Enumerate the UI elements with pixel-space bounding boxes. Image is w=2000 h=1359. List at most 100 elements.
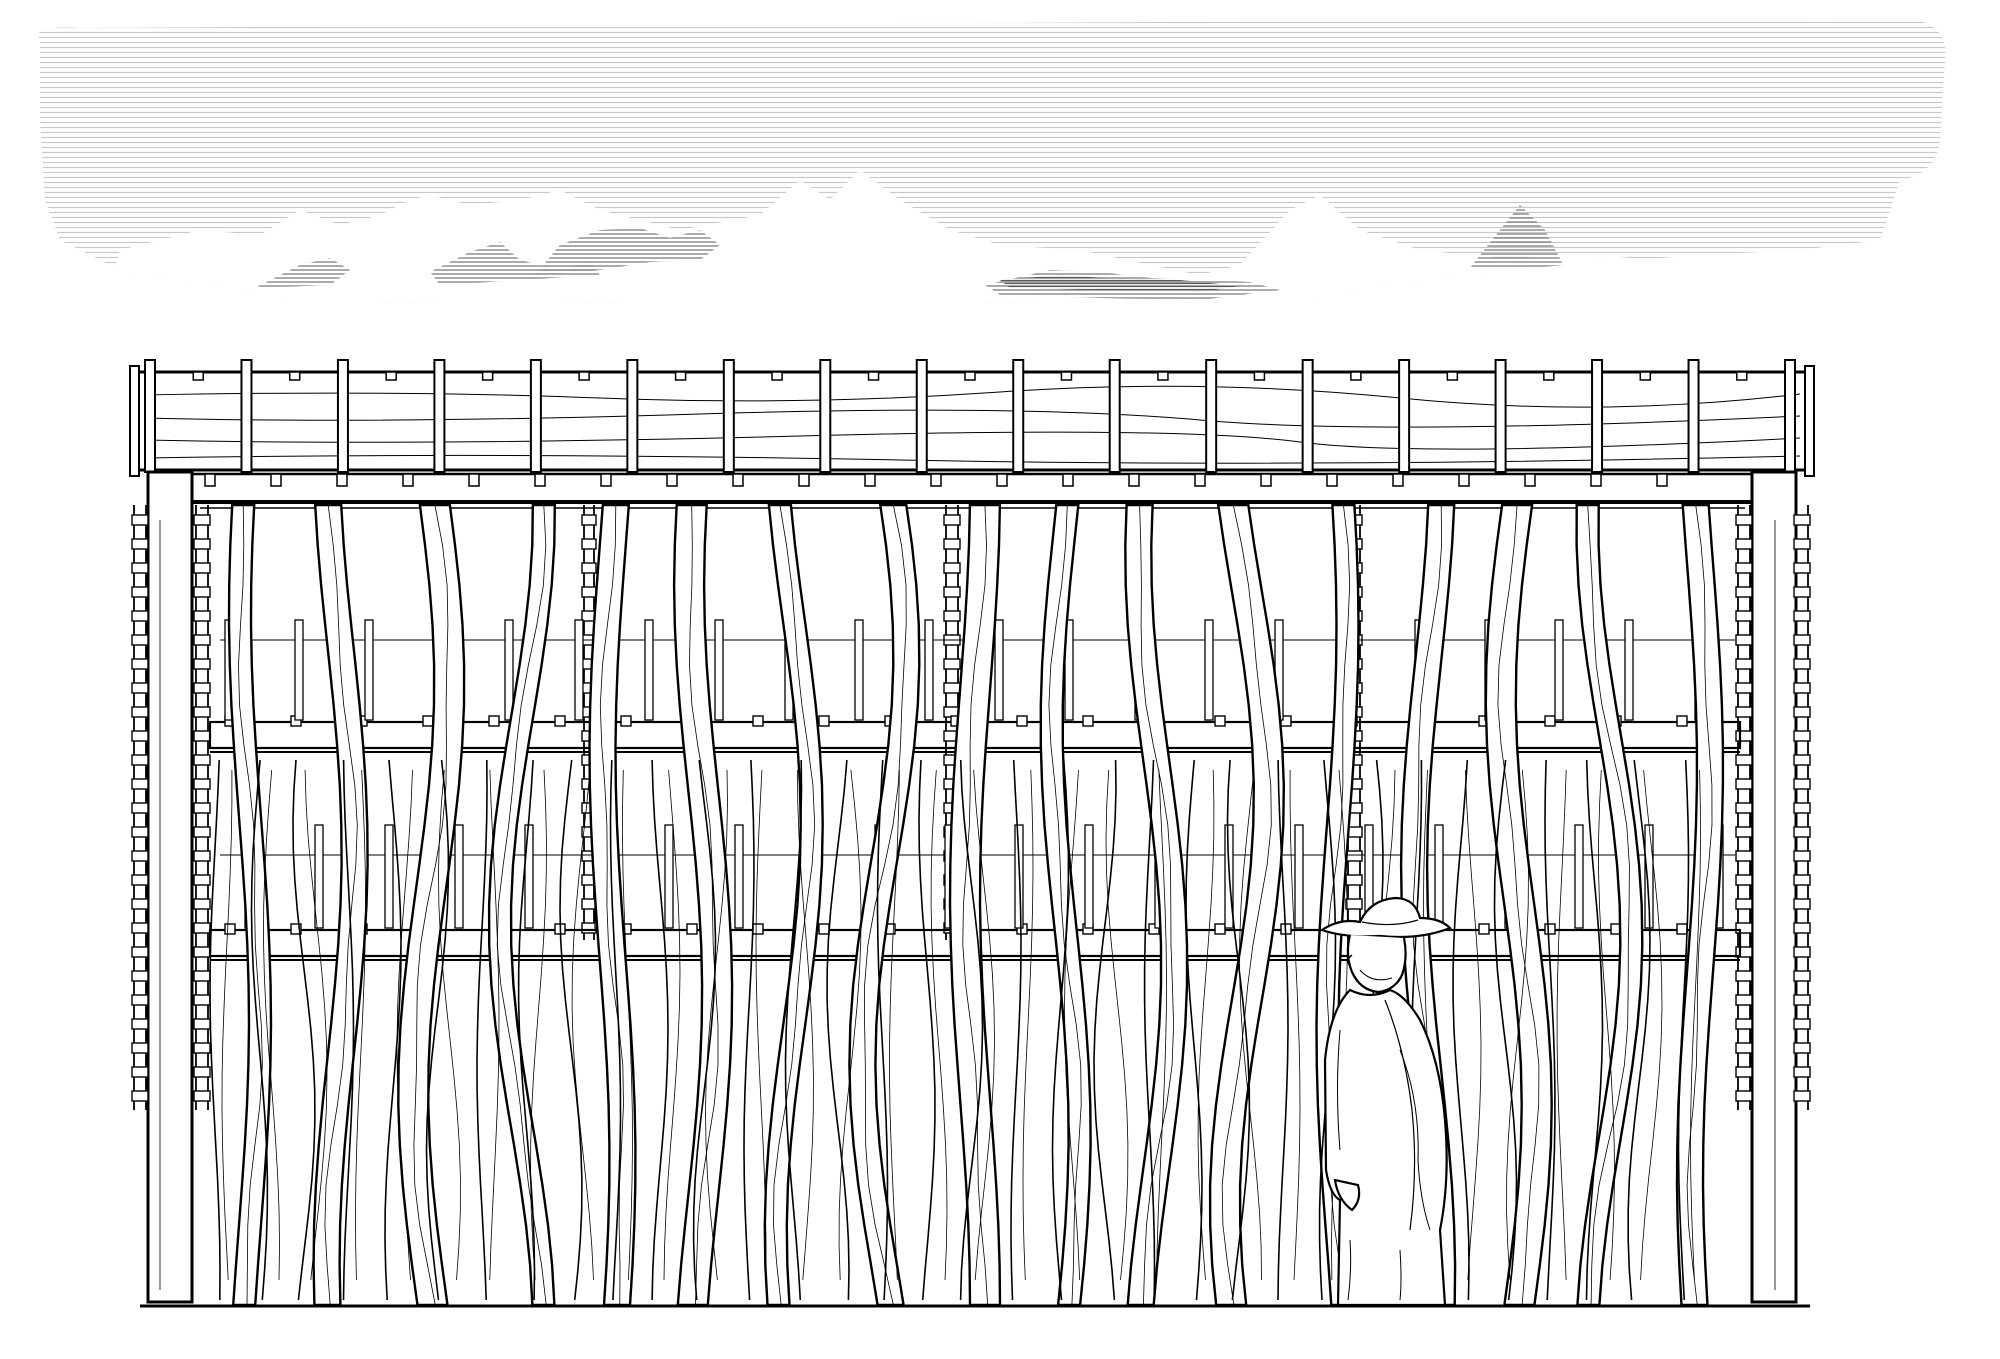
vertical-poles — [227, 503, 1725, 1307]
ladder-rung — [193, 634, 211, 646]
lower-strand-texture — [438, 769, 461, 1281]
top-post — [1012, 359, 1025, 473]
ladder-rung — [193, 514, 211, 526]
ladder-rung — [1735, 586, 1753, 598]
beam-peg — [1736, 371, 1748, 381]
lower-strand — [876, 759, 889, 1301]
mid-peg — [1478, 923, 1490, 935]
lower-strand — [559, 759, 583, 1301]
lower-strand — [517, 759, 536, 1301]
lower-strand-texture — [930, 769, 948, 1281]
lower-strand-texture — [1465, 769, 1482, 1281]
lower-strand — [1493, 759, 1518, 1301]
ladder-rung — [131, 514, 149, 526]
lower-strand-texture — [1239, 769, 1262, 1281]
ladder-rung — [1735, 874, 1753, 886]
ladder-rung — [131, 754, 149, 766]
ladder-rung — [581, 514, 597, 526]
ladder-rung — [1735, 634, 1753, 646]
mid-peg — [224, 923, 236, 935]
mid-peg — [620, 715, 632, 727]
ladder-rung — [1793, 658, 1811, 670]
ladder-rung — [193, 1090, 211, 1102]
ladder-rung — [943, 610, 961, 622]
ladder-rung — [1793, 682, 1811, 694]
ladder-rung — [193, 1042, 211, 1054]
mid-peg — [818, 715, 830, 727]
ladder-rung — [1735, 754, 1753, 766]
ladder-rung — [131, 994, 149, 1006]
rail-peg — [798, 473, 810, 487]
lower-strand — [342, 759, 355, 1301]
ladder-rung — [1793, 1042, 1811, 1054]
mid-peg — [818, 923, 830, 935]
mid-peg — [752, 923, 764, 935]
ladder-rung — [1793, 946, 1811, 958]
mid-peg — [1148, 923, 1160, 935]
ladder-rung — [1735, 970, 1753, 982]
ladder-rung — [1735, 514, 1753, 526]
lower-strand — [1185, 759, 1203, 1301]
rail-pegs — [204, 473, 1668, 487]
ladder-rung — [193, 682, 211, 694]
ladder-rung — [943, 538, 961, 550]
back-stake — [1624, 619, 1634, 721]
ladder-rung — [1793, 850, 1811, 862]
ladder-rung — [193, 586, 211, 598]
mid-peg — [488, 715, 500, 727]
lower-strand-texture — [1289, 770, 1301, 1281]
beam-peg — [1446, 371, 1459, 381]
back-stake — [714, 619, 724, 721]
lower-strand — [1677, 759, 1690, 1301]
back-stake — [294, 619, 304, 721]
mid-peg — [752, 715, 764, 727]
beam-peg — [192, 371, 204, 381]
top-post — [433, 359, 446, 473]
pole-bark-line — [1048, 504, 1082, 1306]
lower-strand — [1277, 759, 1289, 1301]
ladder-rung — [193, 1066, 211, 1078]
lower-strand-texture — [1556, 769, 1567, 1281]
ladder-rung — [1735, 778, 1753, 790]
lower-strand — [1627, 759, 1651, 1301]
ladder-rung — [1735, 658, 1753, 670]
ladder-rung — [1793, 778, 1811, 790]
lower-strand — [1051, 759, 1070, 1301]
mid-peg — [1676, 715, 1688, 727]
top-beam — [130, 370, 1814, 472]
ladder-rung — [1735, 994, 1753, 1006]
top-post — [529, 359, 542, 473]
lower-strand-texture — [1105, 769, 1129, 1281]
ladder-rung — [1793, 514, 1811, 526]
ladder-rung — [131, 922, 149, 934]
ladder-rung — [1793, 1066, 1811, 1078]
ladder-rung — [1793, 898, 1811, 910]
ladder-rung — [131, 826, 149, 838]
top-post — [129, 365, 140, 477]
back-stake — [574, 619, 584, 721]
ladder-rung — [1735, 946, 1753, 958]
lower-strand — [918, 759, 936, 1301]
top-post — [626, 359, 639, 473]
beam-pegs — [192, 371, 1748, 381]
lower-strand-texture — [263, 769, 280, 1281]
back-stake — [664, 824, 674, 929]
beam-peg — [1543, 371, 1555, 381]
top-post — [1804, 365, 1815, 477]
ladder-rung — [193, 994, 211, 1006]
rail-peg — [336, 473, 348, 487]
ladder-rung — [193, 706, 211, 718]
mid-peg — [1544, 715, 1556, 727]
ladder-rung — [131, 778, 149, 790]
ladder-rung — [131, 1042, 149, 1054]
pole — [1208, 503, 1286, 1307]
lower-strand-texture — [755, 769, 767, 1281]
top-post — [144, 359, 156, 473]
lower-strand — [1093, 759, 1117, 1301]
ladder-rung — [131, 562, 149, 574]
ladder-rung — [943, 514, 961, 526]
pole-bark-line — [1587, 504, 1630, 1306]
back-stake — [364, 619, 374, 721]
lower-strand — [651, 759, 669, 1301]
lower-strand-texture — [1156, 769, 1167, 1281]
